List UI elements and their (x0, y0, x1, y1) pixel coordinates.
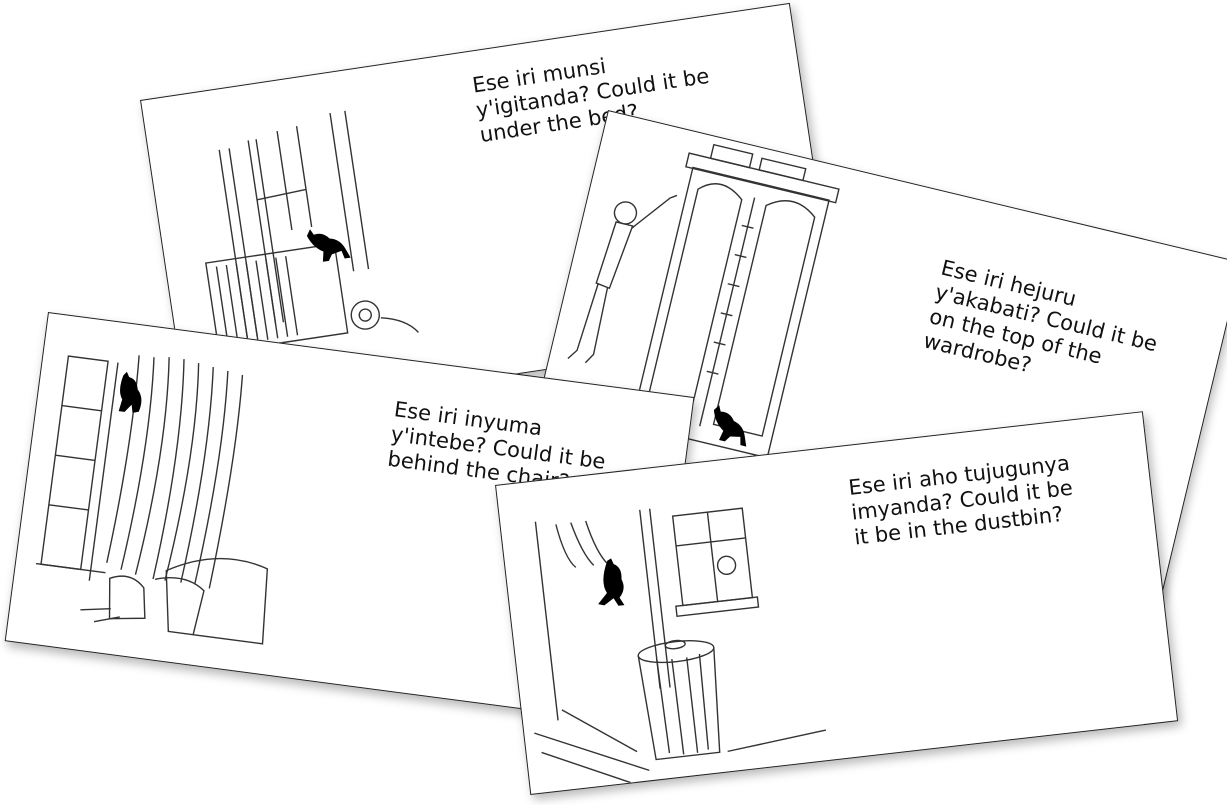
story-card-chair: Ese iri inyuma y'intebe? Could it be beh… (4, 312, 695, 727)
story-card-dustbin: Ese iri aho tujugunya imyanda? Could it … (495, 411, 1179, 795)
street-dustbin-illustration (496, 412, 1177, 794)
cat-icon (713, 405, 747, 447)
cat-icon (306, 229, 351, 262)
cat-icon (598, 558, 625, 606)
cat-icon (118, 371, 142, 413)
chair-room-illustration (6, 313, 694, 725)
